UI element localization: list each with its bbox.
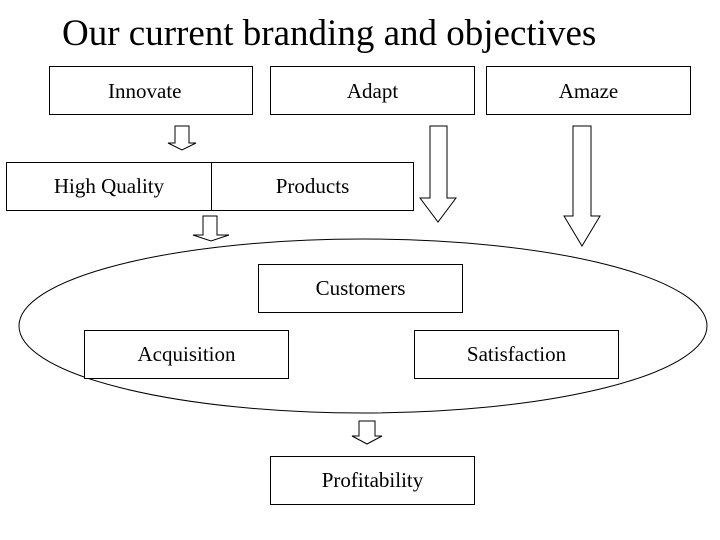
arrow-adapt-to-customers <box>419 125 457 223</box>
node-adapt: Adapt <box>270 66 475 115</box>
node-satisfaction-label: Satisfaction <box>466 342 567 366</box>
arrow-customers-to-profitability <box>351 420 383 445</box>
node-adapt-label: Adapt <box>346 79 399 103</box>
node-profitability-label: Profitability <box>321 468 424 492</box>
arrow-innovate-to-quality <box>167 125 197 151</box>
arrow-quality-to-customers <box>192 215 230 242</box>
node-profitability: Profitability <box>270 456 475 505</box>
node-products-label: Products <box>275 174 350 198</box>
node-acquisition-label: Acquisition <box>137 342 236 366</box>
node-customers: Customers <box>258 264 463 313</box>
node-innovate-label: Innovate <box>108 79 182 103</box>
node-high-quality: High Quality <box>6 162 212 211</box>
arrow-amaze-to-customers <box>563 125 601 247</box>
page-title: Our current branding and objectives <box>62 13 597 54</box>
node-innovate: Innovate <box>49 66 253 115</box>
customers-ellipse <box>18 238 708 414</box>
node-high-quality-label: High Quality <box>53 174 165 198</box>
node-satisfaction: Satisfaction <box>414 330 619 379</box>
node-customers-label: Customers <box>315 276 406 300</box>
node-amaze: Amaze <box>486 66 691 115</box>
node-acquisition: Acquisition <box>84 330 289 379</box>
node-products: Products <box>211 162 414 211</box>
node-amaze-label: Amaze <box>558 79 619 103</box>
